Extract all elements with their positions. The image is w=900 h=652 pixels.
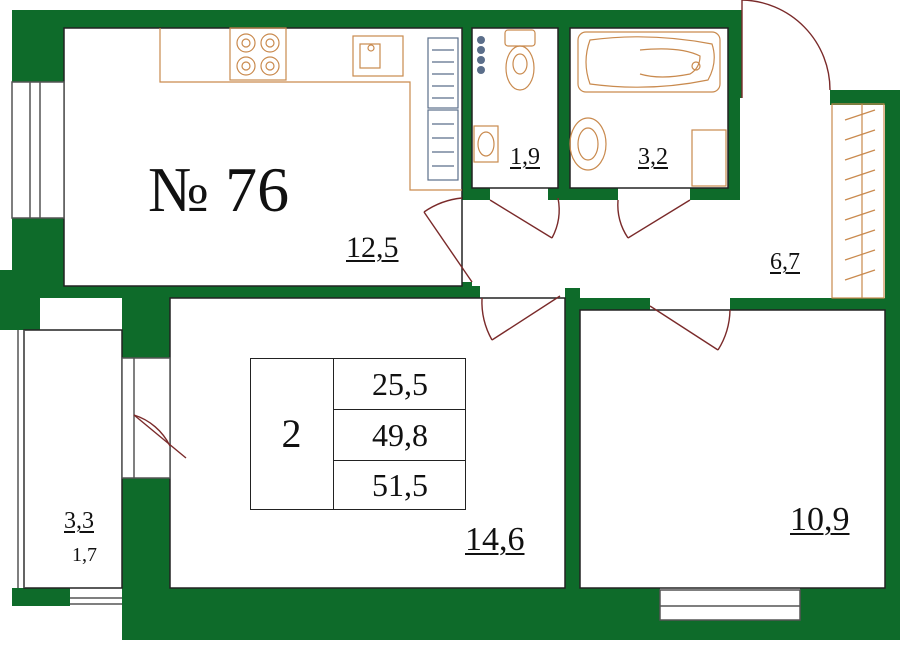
- hall-area: 6,7: [770, 249, 800, 275]
- bedroom-area: 10,9: [790, 501, 850, 538]
- total-with-balcony: 51,5: [372, 467, 428, 503]
- wardrobe: [831, 103, 885, 299]
- riser-dots: [477, 36, 485, 74]
- summary-table: [250, 358, 466, 510]
- total-area: 49,8: [372, 416, 428, 453]
- bathroom-fixtures: [569, 31, 727, 187]
- toilet-area: 1,9: [510, 144, 540, 170]
- living-room-area: 14,6: [465, 521, 525, 558]
- bathroom-area: 3,2: [638, 144, 668, 170]
- apartment-number: № 76: [148, 154, 290, 225]
- summary-row-line-2: [333, 460, 466, 462]
- kitchen-counter: [159, 27, 462, 191]
- summary-divider-col: [333, 358, 335, 510]
- toilet-fixtures: [473, 29, 536, 163]
- rooms-count: 2: [281, 411, 302, 456]
- appliances: [427, 37, 459, 181]
- balcony-area: 3,3: [64, 508, 94, 534]
- summary-row-line-1: [333, 409, 466, 411]
- kitchen-area: 12,5: [346, 231, 399, 264]
- living-total: 25,5: [372, 365, 428, 402]
- walls: [0, 10, 900, 640]
- balcony-reduced-area: 1,7: [72, 544, 97, 566]
- windows: [11, 81, 801, 621]
- doors: [133, 0, 831, 459]
